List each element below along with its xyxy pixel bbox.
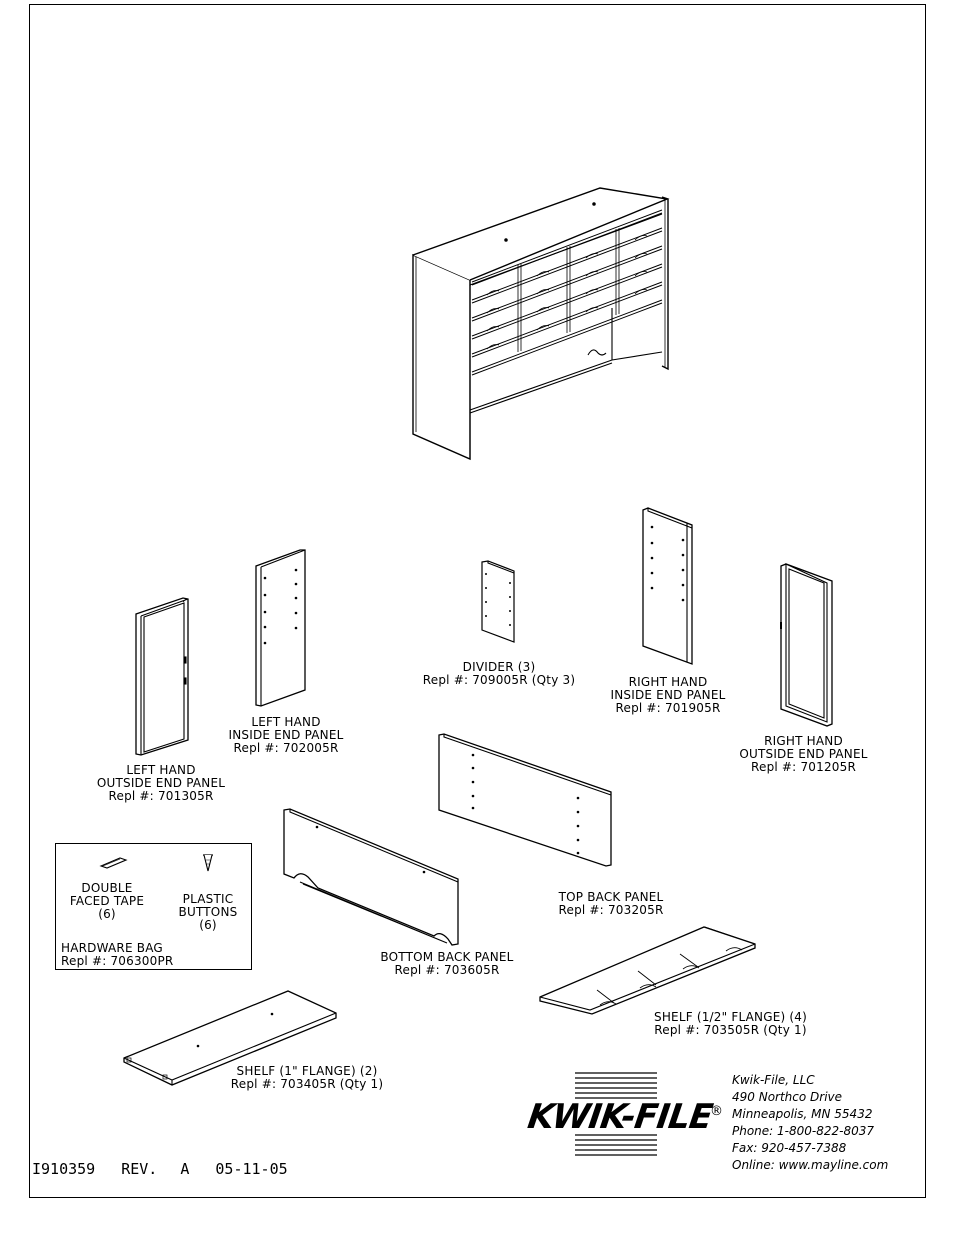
right-hand-outside-end-panel [780, 563, 833, 727]
label-divider: DIVIDER (3) Repl #: 709005R (Qty 3) [422, 660, 576, 687]
document-info: I910359 REV. A 05-11-05 [32, 1160, 314, 1178]
bottom-back-panel [283, 808, 459, 946]
revision-date: 05-11-05 [215, 1160, 288, 1178]
kwik-file-logo: KWIK-FILE [525, 1097, 715, 1137]
label-hardware-bag: HARDWARE BAG Repl #: 706300PR [61, 941, 174, 968]
left-hand-inside-end-panel [255, 549, 306, 707]
label-plastic-buttons: PLASTIC BUTTONS (6) [178, 892, 238, 932]
divider-panel [481, 560, 515, 643]
company-phone: Phone: 1-800-822-8037 [732, 1124, 875, 1138]
company-fax: Fax: 920-457-7388 [732, 1141, 847, 1155]
left-hand-outside-end-panel [135, 597, 189, 756]
registered-mark: ® [710, 1104, 723, 1119]
right-hand-inside-end-panel [642, 507, 693, 665]
drawing-border [29, 4, 926, 1198]
document-number: I910359 [32, 1160, 96, 1178]
company-street: 490 Northco Drive [732, 1090, 843, 1104]
company-website: Online: www.mayline.com [732, 1158, 889, 1172]
label-shelf-half-inch: SHELF (1/2" FLANGE) (4) Repl #: 703505R … [654, 1010, 807, 1037]
label-bottom-back-panel: BOTTOM BACK PANEL Repl #: 703605R [380, 950, 514, 977]
label-rh-inside-end-panel: RIGHT HAND INSIDE END PANEL Repl #: 7019… [610, 675, 726, 715]
company-contact: Kwik-File, LLC 490 Northco Drive Minneap… [732, 1072, 888, 1174]
kwik-file-logo-lines [575, 1072, 657, 1156]
label-rh-outside-end-panel: RIGHT HAND OUTSIDE END PANEL Repl #: 701… [739, 734, 868, 774]
company-name: Kwik-File, LLC [732, 1073, 815, 1087]
hardware-bag-box [55, 843, 252, 970]
shelf-one-inch-flange [123, 990, 337, 1086]
label-lh-outside-end-panel: LEFT HAND OUTSIDE END PANEL Repl #: 7013… [96, 763, 226, 803]
top-back-panel [438, 733, 612, 867]
plastic-button-icon [203, 854, 213, 872]
label-lh-inside-end-panel: LEFT HAND INSIDE END PANEL Repl #: 70200… [228, 715, 344, 755]
shelf-half-inch-flange [539, 926, 756, 1015]
revision: REV. A [121, 1160, 190, 1178]
label-top-back-panel: TOP BACK PANEL Repl #: 703205R [558, 890, 664, 917]
tape-strip-icon [99, 857, 128, 869]
label-double-faced-tape: DOUBLE FACED TAPE (6) [69, 881, 145, 921]
company-city: Minneapolis, MN 55432 [732, 1107, 873, 1121]
assembled-organizer [412, 187, 670, 461]
label-shelf-one-inch: SHELF (1" FLANGE) (2) Repl #: 703405R (Q… [230, 1064, 384, 1091]
